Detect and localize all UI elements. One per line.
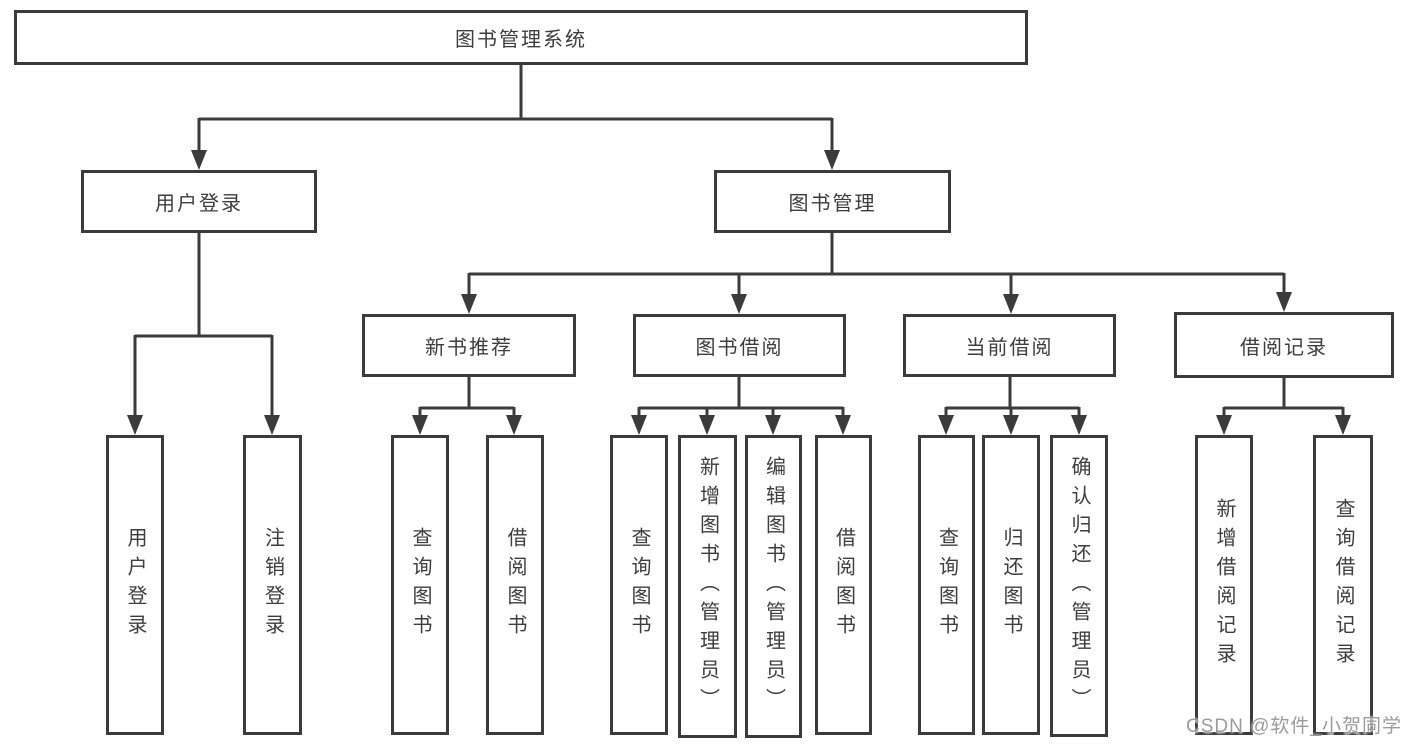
leaf-label: 借阅图书 — [504, 527, 526, 643]
leaf-record-search: 查询借阅记录 — [1313, 435, 1373, 735]
connector-arrowheads — [127, 150, 1351, 435]
leaf-borrow-search: 查询图书 — [610, 435, 668, 735]
node-root-label: 图书管理系统 — [455, 29, 587, 51]
node-borrow-records: 借阅记录 — [1174, 312, 1394, 378]
node-book-mgmt-label: 图书管理 — [788, 193, 877, 215]
leaf-label: 新增图书（管理员） — [696, 456, 719, 717]
node-book-mgmt: 图书管理 — [714, 170, 951, 233]
node-new-books-label: 新书推荐 — [425, 337, 513, 359]
leaf-label: 借阅图书 — [832, 527, 855, 643]
leaf-label: 用户登录 — [124, 527, 146, 643]
leaf-logout: 注销登录 — [243, 435, 302, 735]
leaf-label: 编辑图书（管理员） — [762, 456, 785, 717]
leaf-label: 查询借阅记录 — [1332, 498, 1354, 672]
leaf-record-add: 新增借阅记录 — [1195, 435, 1253, 735]
leaf-label: 新增借阅记录 — [1213, 498, 1235, 672]
leaf-label: 查询图书 — [409, 527, 431, 643]
leaf-label: 确认归还（管理员） — [1068, 455, 1090, 717]
leaf-label: 查询图书 — [935, 527, 958, 643]
node-current-borrow: 当前借阅 — [903, 314, 1116, 377]
leaf-newbooks-search: 查询图书 — [391, 435, 449, 735]
leaf-current-confirm-admin: 确认归还（管理员） — [1050, 435, 1108, 737]
node-root: 图书管理系统 — [14, 10, 1028, 65]
node-user-login-label: 用户登录 — [155, 193, 243, 215]
csdn-watermark: CSDN @软件_小贺同学 — [1186, 716, 1402, 737]
leaf-borrow-add-admin: 新增图书（管理员） — [678, 435, 737, 738]
node-new-books: 新书推荐 — [362, 314, 576, 377]
leaf-newbooks-borrow: 借阅图书 — [486, 435, 544, 735]
node-user-login: 用户登录 — [81, 170, 317, 233]
connector-strokes — [133, 65, 1345, 418]
leaf-borrow-borrow: 借阅图书 — [815, 435, 872, 735]
node-current-borrow-label: 当前借阅 — [965, 337, 1054, 359]
leaf-label: 注销登录 — [261, 527, 284, 643]
leaf-label: 归还图书 — [1000, 527, 1022, 643]
node-borrow-records-label: 借阅记录 — [1240, 336, 1328, 359]
leaf-current-return: 归还图书 — [982, 435, 1040, 735]
leaf-label: 查询图书 — [628, 527, 650, 643]
node-book-borrow-label: 图书借阅 — [695, 337, 784, 359]
leaf-borrow-edit-admin: 编辑图书（管理员） — [745, 435, 802, 738]
leaf-user-login: 用户登录 — [106, 435, 164, 735]
leaf-current-search: 查询图书 — [918, 435, 975, 735]
node-book-borrow: 图书借阅 — [633, 314, 846, 377]
